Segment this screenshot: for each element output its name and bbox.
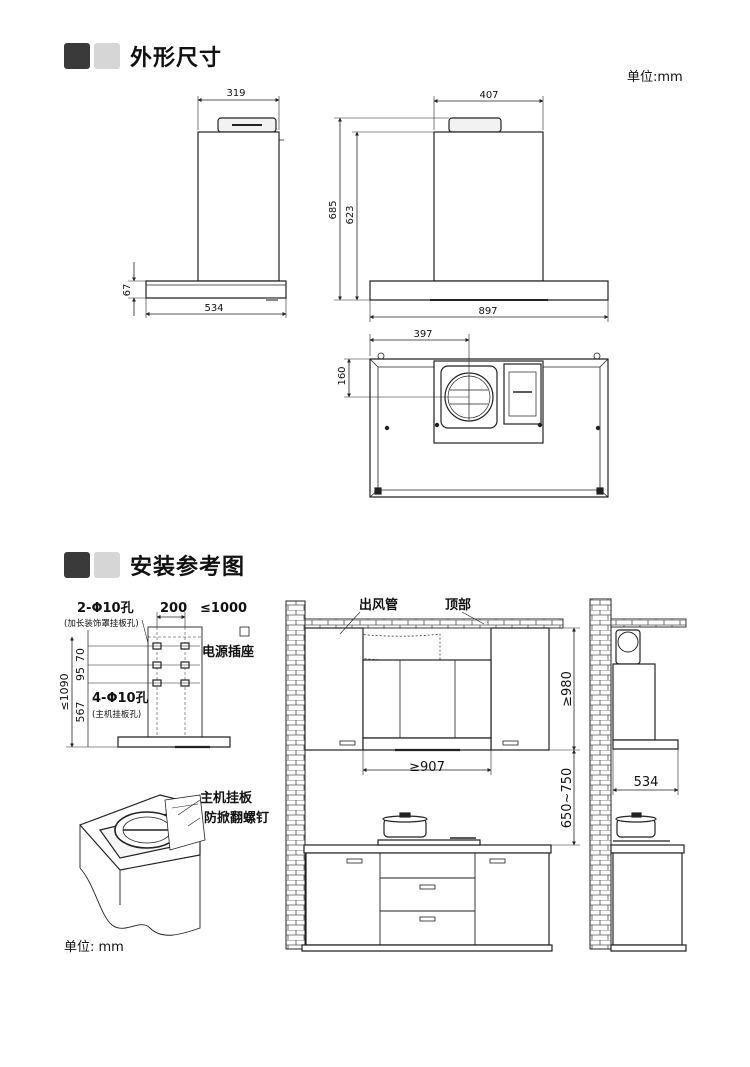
- label-duct: 出风管: [359, 597, 398, 613]
- section-header-install: 安装参考图: [64, 549, 245, 581]
- section-title-dimensions: 外形尺寸: [130, 46, 223, 71]
- label-range-650-750: 650~750: [560, 768, 575, 829]
- dim-label-side-height: 67: [122, 284, 133, 297]
- dark-square-icon: [64, 552, 90, 578]
- dim-label-top-depth: 160: [337, 366, 348, 385]
- label-screw: 防掀翻螺钉: [204, 810, 269, 826]
- unit-note-top: 单位:mm: [627, 70, 683, 85]
- dim-label-side-depth: 534: [204, 303, 223, 314]
- dark-square-icon: [64, 43, 90, 69]
- kitchen-side-elevation: [589, 598, 687, 952]
- label-ceiling: 顶部: [445, 597, 471, 613]
- label-bracket: 主机挂板: [200, 790, 253, 806]
- label-min-980: ≥980: [560, 671, 575, 707]
- dim-label-top-offset: 397: [413, 329, 432, 340]
- label-holes-top: 2-Φ10孔: [77, 601, 134, 616]
- label-unit-install: 单位: mm: [64, 940, 124, 955]
- bracket-illustration: [78, 794, 206, 936]
- top-view: [344, 334, 609, 498]
- label-dim-max-1000: ≤1000: [200, 601, 247, 616]
- section-title-install: 安装参考图: [130, 555, 246, 580]
- label-holes-top-note: (加长装饰罩挂板孔): [64, 618, 139, 629]
- dim-label-front-body-height: 623: [345, 205, 356, 224]
- dim-label-front-width: 897: [478, 306, 497, 317]
- kitchen-front-elevation: [285, 600, 580, 952]
- mounting-hole-diagram: [66, 612, 250, 749]
- label-min-907: ≥907: [409, 760, 445, 775]
- dim-label-front-total-height: 685: [328, 200, 339, 219]
- front-view: [334, 96, 609, 322]
- light-square-icon: [94, 43, 120, 69]
- label-dim-95: 95: [74, 667, 87, 681]
- side-view: [128, 96, 287, 318]
- label-dim-70: 70: [74, 648, 87, 662]
- dim-label-side-width: 319: [226, 88, 245, 99]
- label-holes-main: 4-Φ10孔: [92, 691, 149, 706]
- light-square-icon: [94, 552, 120, 578]
- section-header-dimensions: 外形尺寸: [64, 40, 222, 72]
- label-dim-max-1090: ≤1090: [58, 673, 71, 710]
- label-socket: 电源插座: [202, 644, 254, 660]
- label-dim-200: 200: [160, 601, 187, 616]
- label-holes-main-note: (主机挂板孔): [92, 709, 141, 720]
- label-dim-567: 567: [74, 702, 87, 723]
- label-side-534: 534: [634, 775, 659, 790]
- dim-label-front-top-width: 407: [479, 90, 498, 101]
